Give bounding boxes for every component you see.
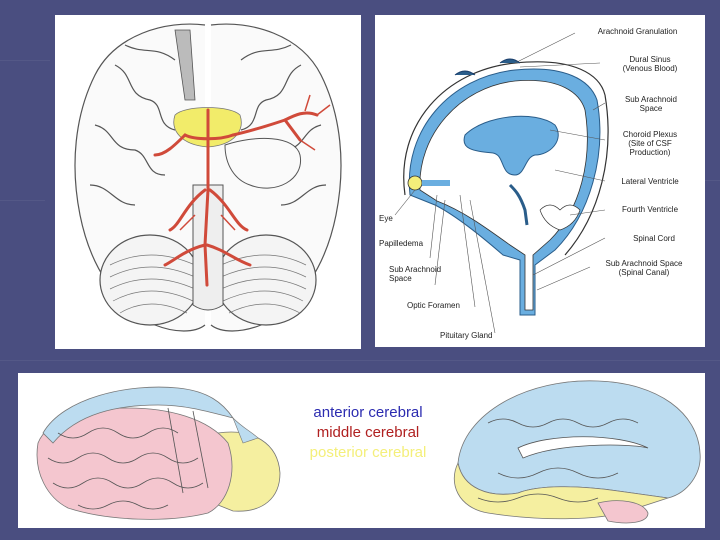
label-choroid-plexus: Choroid Plexus (Site of CSF Production) [622, 130, 678, 157]
label-lateral-ventricle: Lateral Ventricle [621, 177, 679, 186]
label-spinal-cord: Spinal Cord [633, 234, 675, 243]
cerebral-territories-drawing [36, 380, 701, 524]
label-arachnoid-granulation: Arachnoid Granulation [597, 27, 678, 36]
background-streak [690, 180, 720, 181]
label-papilledema: Papilledema [379, 239, 424, 248]
label-fourth-ventricle: Fourth Ventricle [621, 205, 679, 214]
medial-hemisphere-view [453, 380, 701, 524]
background-streak [0, 200, 45, 201]
label-sub-arachnoid-space-left: Sub Arachnoid Space [389, 265, 442, 283]
csf-drawing [394, 32, 609, 334]
cerebral-territories-panel: anterior cerebral middle cerebral poster… [18, 373, 705, 528]
label-optic-foramen: Optic Foramen [407, 301, 460, 310]
label-sub-arachnoid-space-spinal: Sub Arachnoid Space (Spinal Canal) [605, 259, 683, 277]
label-sub-arachnoid-space: Sub Arachnoid Space [624, 95, 678, 113]
label-dural-sinus: Dural Sinus (Venous Blood) [622, 55, 678, 73]
label-pituitary-gland: Pituitary Gland [440, 331, 493, 340]
background-streak [0, 360, 720, 361]
background-streak [0, 60, 50, 61]
brain-base-illustration [55, 15, 361, 349]
lateral-hemisphere-view [36, 386, 281, 520]
legend-anterior-cerebral: anterior cerebral [313, 404, 423, 421]
legend-middle-cerebral: middle cerebral [316, 424, 420, 441]
brain-base-drawing [74, 23, 342, 332]
csf-circulation-diagram: Arachnoid Granulation Dural Sinus (Venou… [375, 15, 705, 347]
legend-posterior-cerebral: posterior cerebral [309, 444, 427, 461]
label-eye: Eye [379, 214, 393, 223]
